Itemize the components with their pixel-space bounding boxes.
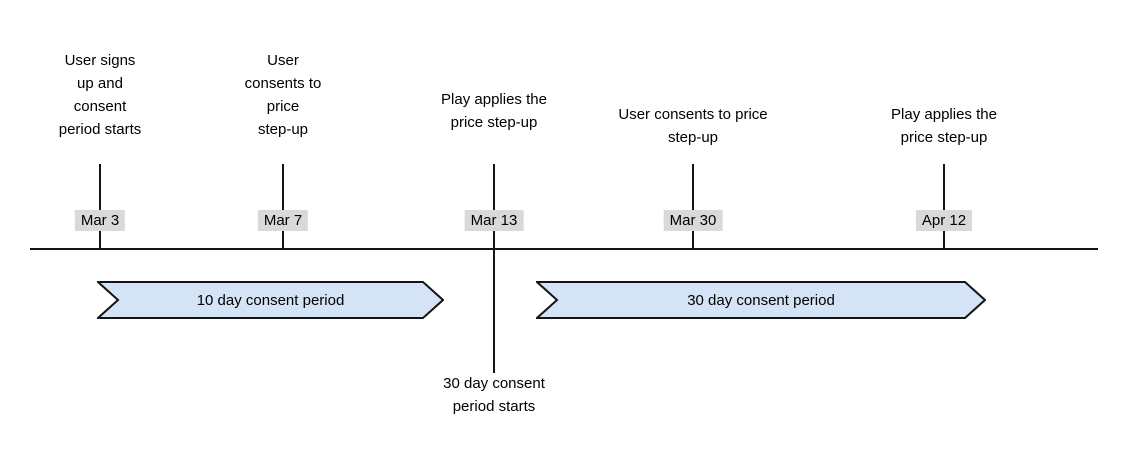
event-date-badge: Mar 13: [464, 210, 524, 231]
event-tick-line: [692, 164, 694, 249]
event-description: User consents to price step-up: [244, 52, 322, 138]
event-tick-line: [282, 164, 284, 249]
event-note-below-axis: 30 day consent period starts: [443, 375, 545, 415]
period-banner-10-day: 10 day consent period: [97, 281, 444, 319]
event-tick-line: [943, 164, 945, 249]
timeline-axis: [30, 248, 1098, 250]
event-date-badge: Mar 30: [663, 210, 723, 231]
event-date-badge: Mar 7: [257, 210, 309, 231]
event-date-badge: Apr 12: [915, 210, 973, 231]
event-description: Play applies the price step-up: [891, 106, 997, 146]
event-date-badge: Mar 3: [74, 210, 126, 231]
period-banner-label: 30 day consent period: [687, 291, 835, 309]
ribbon-arrow-shape: [97, 281, 444, 319]
period-banner-30-day: 30 day consent period: [536, 281, 986, 319]
period-banner-label: 10 day consent period: [196, 291, 345, 309]
event-description: User consents to price step-up: [618, 106, 768, 146]
event-tick-line: [493, 164, 495, 373]
event-description: User signs up and consent period starts: [58, 52, 142, 138]
event-tick-line: [99, 164, 101, 249]
event-description: Play applies the price step-up: [441, 91, 547, 131]
ribbon-arrow-shape: [536, 281, 986, 319]
